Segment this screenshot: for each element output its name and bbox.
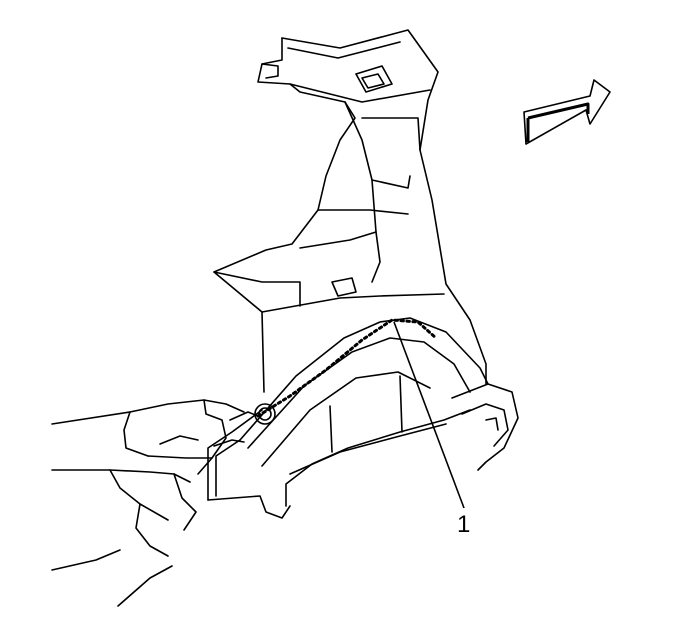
technician-hands: [51, 399, 259, 607]
callout-1-leader: [393, 321, 465, 509]
wheelhouse-panel: [207, 317, 519, 519]
forward-arrow-icon: [523, 79, 611, 145]
sealer-bead-path: [256, 318, 438, 418]
callout-1-label: 1: [457, 511, 470, 538]
quarter-inner-panel: [213, 29, 487, 393]
plug-inner: [258, 407, 272, 421]
plug-outer: [254, 403, 276, 425]
